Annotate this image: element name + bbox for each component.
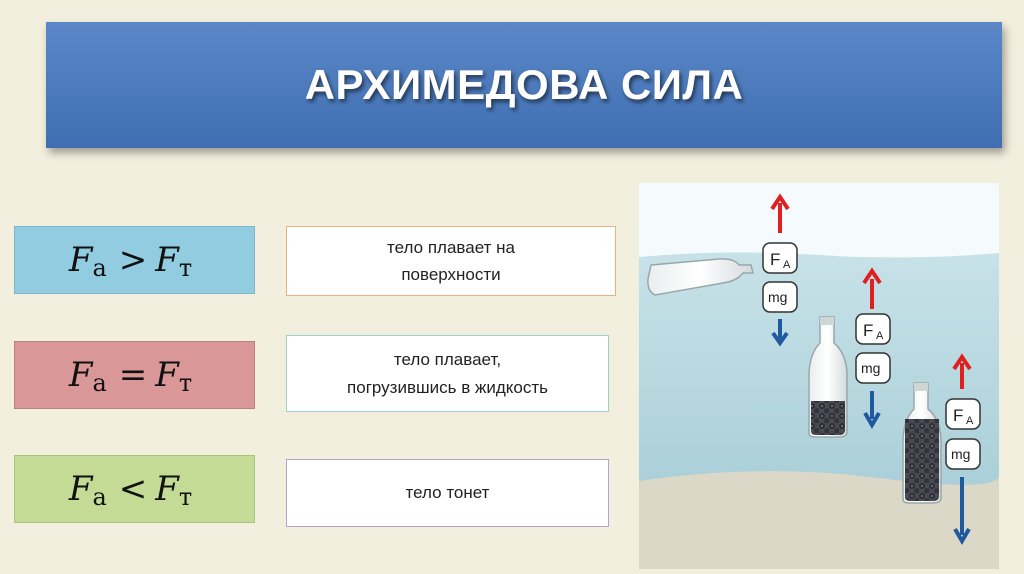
slide-title: АРХИМЕДОВА СИЛА bbox=[305, 61, 744, 109]
description-float-surface: тело плавает на поверхности bbox=[286, 226, 616, 296]
svg-text:F: F bbox=[953, 406, 963, 425]
svg-text:F: F bbox=[863, 321, 873, 340]
gravity-force-label: mg bbox=[856, 353, 890, 383]
buoyant-force-label: F A bbox=[856, 314, 890, 344]
gravity-force-label: mg bbox=[946, 439, 980, 469]
formula-operator: = bbox=[119, 355, 148, 395]
description-float-submerged: тело плавает, погрузившись в жидкость bbox=[286, 335, 609, 412]
svg-text:A: A bbox=[876, 330, 884, 342]
formula-rhs: F bbox=[155, 240, 179, 280]
description-line: погрузившись в жидкость bbox=[347, 374, 548, 401]
formula-lhs: F bbox=[69, 355, 93, 395]
svg-text:F: F bbox=[770, 250, 780, 269]
formula-operator: < bbox=[119, 469, 148, 509]
formula-rhs: F bbox=[155, 469, 179, 509]
svg-text:mg: mg bbox=[861, 360, 880, 376]
svg-text:mg: mg bbox=[951, 446, 970, 462]
description-line: поверхности bbox=[387, 261, 515, 288]
gravity-force-label: mg bbox=[763, 282, 797, 312]
sky-area bbox=[639, 183, 999, 257]
formula-lhs-sub: а bbox=[92, 369, 106, 397]
formula-rhs-sub: т bbox=[179, 254, 192, 282]
description-line: тело тонет bbox=[406, 479, 490, 506]
svg-text:mg: mg bbox=[768, 289, 787, 305]
formula-lhs-sub: а bbox=[92, 254, 106, 282]
description-line: тело плавает на bbox=[387, 234, 515, 261]
formula-lhs: F bbox=[69, 240, 93, 280]
buoyant-force-label: F A bbox=[763, 243, 797, 273]
title-banner: АРХИМЕДОВА СИЛА bbox=[46, 22, 1002, 148]
svg-text:A: A bbox=[966, 415, 974, 427]
description-line: тело плавает, bbox=[347, 346, 548, 373]
seabed-area bbox=[639, 471, 999, 569]
formula-rhs-sub: т bbox=[179, 369, 192, 397]
formula-rhs: F bbox=[155, 355, 179, 395]
formula-lhs: F bbox=[69, 469, 93, 509]
description-sinks: тело тонет bbox=[286, 459, 609, 527]
formula-rhs-sub: т bbox=[179, 483, 192, 511]
buoyant-force-label: F A bbox=[946, 399, 980, 429]
svg-text:A: A bbox=[783, 259, 791, 271]
formula-operator: > bbox=[119, 240, 148, 280]
formula-lhs-sub: а bbox=[92, 483, 106, 511]
bottles-buoyancy-illustration: F A mg F A mg F A mg bbox=[639, 183, 999, 569]
